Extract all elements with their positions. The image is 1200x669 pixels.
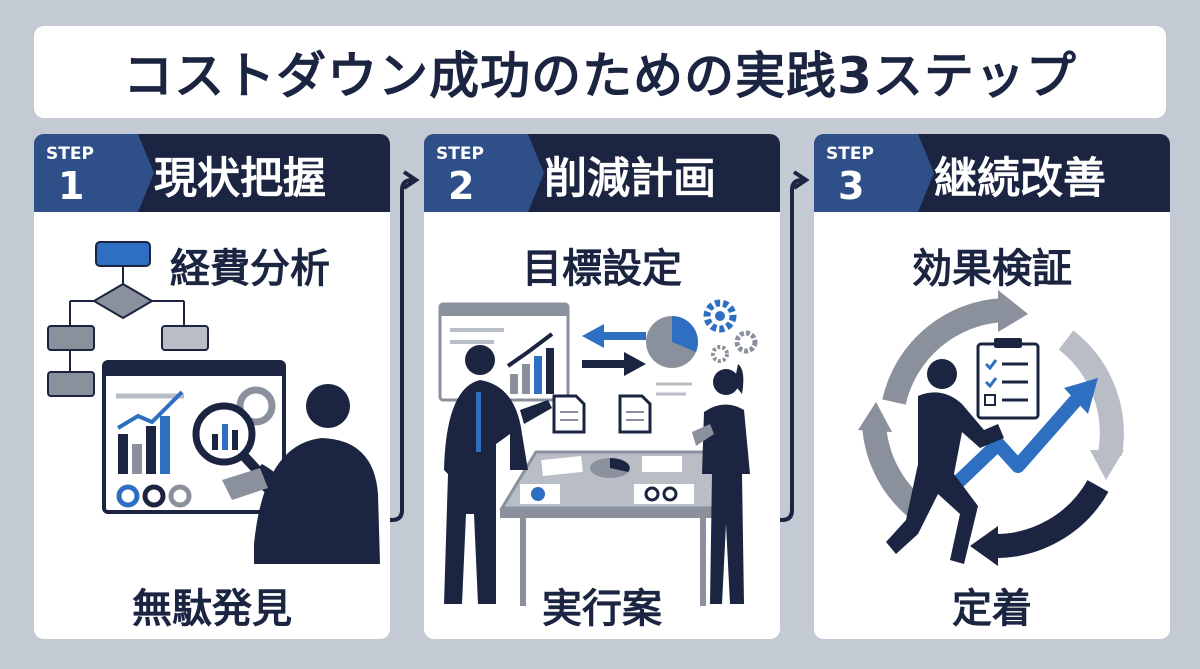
planning-illustration [438, 299, 758, 606]
document-icon [552, 394, 652, 434]
meeting-people-icon [444, 345, 750, 604]
step-subtitle: 目標設定 [522, 246, 682, 292]
table-icon [499, 450, 724, 606]
pie-chart-icon [646, 316, 698, 396]
title-banner: コストダウン成功のための実践3ステップ [34, 26, 1166, 118]
step-card-3: STEP 3 継続改善 効果検証 [814, 134, 1170, 639]
step-bottom-label: 定着 [952, 586, 1032, 632]
checklist-icon [976, 338, 1040, 420]
step-card-2: STEP 2 削減計画 目標設定 [424, 134, 780, 639]
analyst-silhouette-icon [222, 384, 380, 564]
magnifier-icon [192, 402, 271, 485]
step-label: STEP [436, 144, 484, 164]
step-title: 現状把握 [154, 154, 326, 204]
step-badge: STEP 1 [34, 134, 154, 212]
step-label: STEP [826, 144, 874, 164]
analysis-illustration [47, 241, 380, 564]
improvement-illustration [858, 290, 1124, 566]
step-number: 1 [58, 164, 85, 208]
flowchart-icon [47, 241, 209, 397]
rising-arrow-icon [949, 378, 1098, 492]
step-title: 継続改善 [934, 154, 1106, 204]
step-header: STEP 2 削減計画 [424, 134, 780, 212]
step-number: 3 [838, 164, 865, 208]
step-badge: STEP 2 [424, 134, 544, 212]
step-title: 削減計画 [544, 154, 716, 204]
pushing-person-icon [886, 359, 1004, 564]
step-bottom-label: 実行案 [542, 586, 662, 632]
page-title: コストダウン成功のための実践3ステップ [123, 47, 1077, 105]
exchange-arrows-icon [582, 324, 646, 376]
step-label: STEP [46, 144, 94, 164]
step-header: STEP 3 継続改善 [814, 134, 1170, 212]
step-subtitle: 経費分析 [170, 246, 330, 292]
step-badge: STEP 3 [814, 134, 934, 212]
cycle-arrows-icon [858, 290, 1124, 566]
report-chart-icon [438, 302, 570, 402]
step-number: 2 [448, 164, 475, 208]
step-card-1: STEP 1 現状把握 経費分析 [34, 134, 390, 639]
step-bottom-label: 無駄発見 [132, 586, 292, 632]
step-subtitle: 効果検証 [912, 246, 1072, 292]
step-header: STEP 1 現状把握 [34, 134, 390, 212]
gear-icon [703, 299, 758, 363]
